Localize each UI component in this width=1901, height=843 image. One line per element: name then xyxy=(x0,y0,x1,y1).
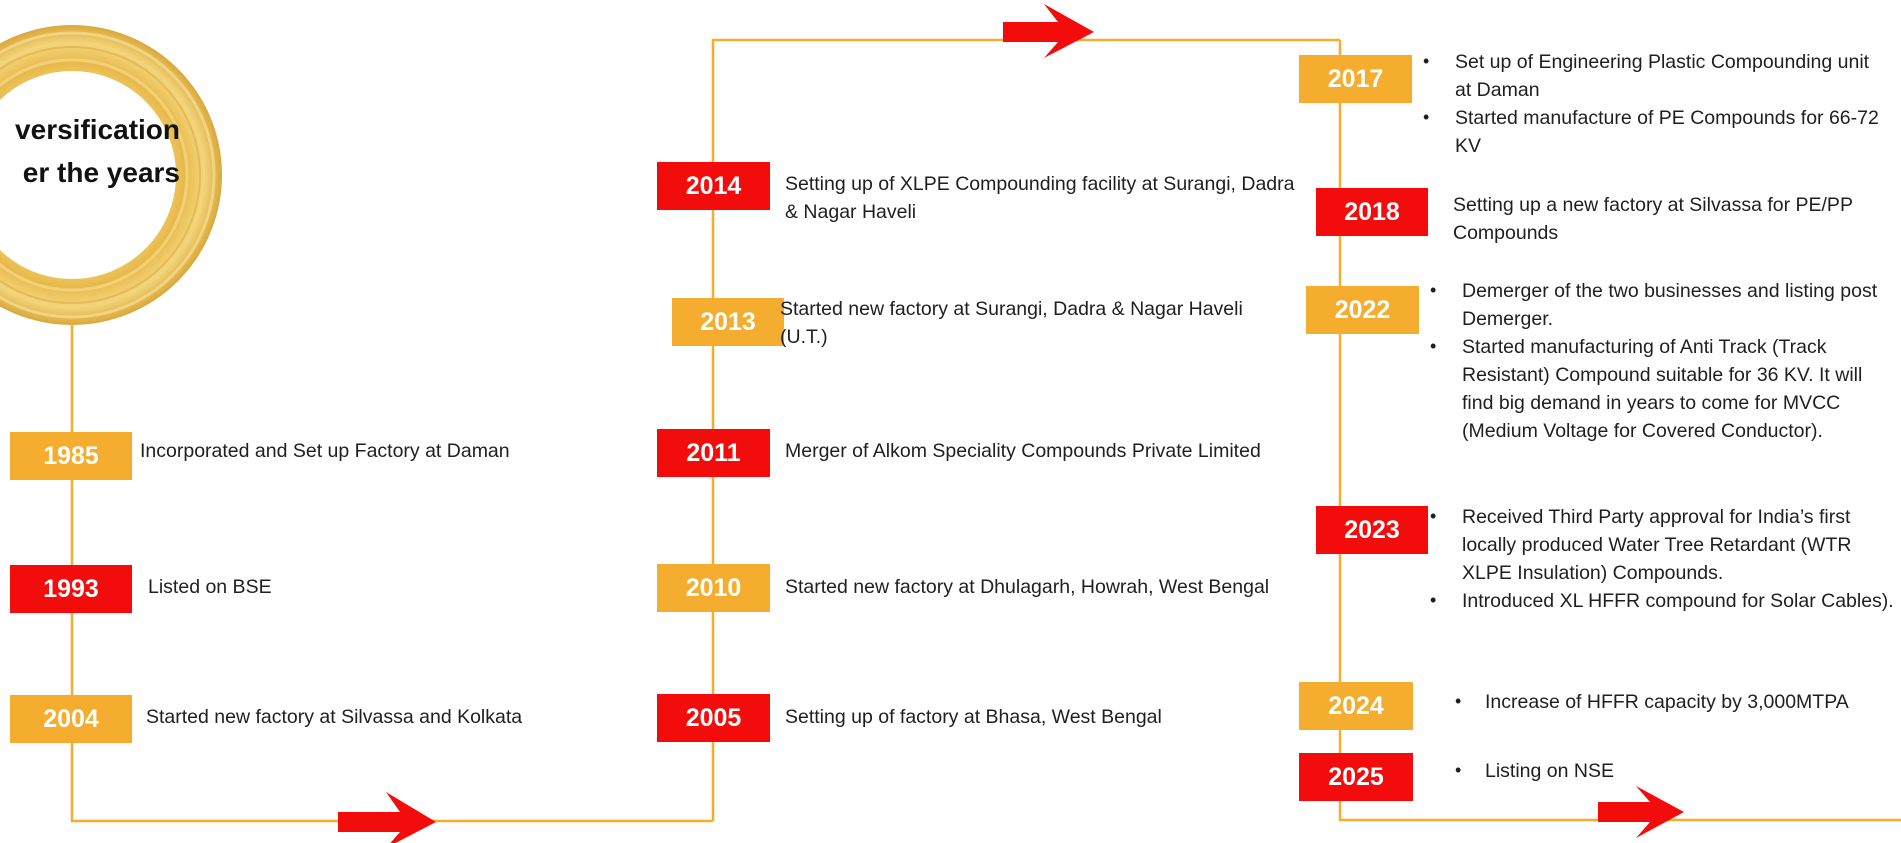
title-line-1: versification xyxy=(15,114,180,145)
bullet-2022-1: Demerger of the two businesses and listi… xyxy=(1430,277,1890,333)
milestone-text-2013: Started new factory at Surangi, Dadra & … xyxy=(780,298,1243,348)
arrow-bottom-right xyxy=(1598,786,1684,838)
title-line-2: er the years xyxy=(22,157,180,188)
year-badge-2005: 2005 xyxy=(657,694,770,742)
wire-coil-image xyxy=(0,25,222,325)
page-title: versification er the years xyxy=(0,108,180,194)
bullet-2022-2: Started manufacturing of Anti Track (Tra… xyxy=(1430,333,1890,445)
milestone-text-2005: Setting up of factory at Bhasa, West Ben… xyxy=(785,706,1162,728)
year-badge-2022: 2022 xyxy=(1306,286,1419,334)
year-badge-2011: 2011 xyxy=(657,429,770,477)
year-badge-2013: 2013 xyxy=(672,298,784,346)
arrow-top-middle xyxy=(1003,4,1094,58)
year-badge-2014: 2014 xyxy=(657,162,770,210)
year-badge-2010: 2010 xyxy=(657,564,770,612)
bullet-2025-1: Listing on NSE xyxy=(1455,757,1855,785)
milestone-text-2017: Set up of Engineering Plastic Compoundin… xyxy=(1423,48,1883,160)
milestone-text-2023: Received Third Party approval for India’… xyxy=(1430,503,1900,615)
milestone-text-2024: Increase of HFFR capacity by 3,000MTPA xyxy=(1455,688,1895,716)
milestone-text-2004: Started new factory at Silvassa and Kolk… xyxy=(146,706,523,728)
milestone-text-2011: Merger of Alkom Speciality Compounds Pri… xyxy=(785,440,1261,462)
milestone-text-2014: Setting up of XLPE Compounding facility … xyxy=(785,173,1295,223)
milestone-text-1993: Listed on BSE xyxy=(148,576,272,598)
bullet-2017-1: Set up of Engineering Plastic Compoundin… xyxy=(1423,48,1883,104)
milestone-text-1985: Incorporated and Set up Factory at Daman xyxy=(140,440,510,462)
year-badge-2004: 2004 xyxy=(10,695,132,743)
arrow-bottom-left xyxy=(338,792,436,843)
year-badge-1993: 1993 xyxy=(10,565,132,613)
bullet-2017-2: Started manufacture of PE Compounds for … xyxy=(1423,104,1883,160)
milestone-text-2010: Started new factory at Dhulagarh, Howrah… xyxy=(785,576,1270,598)
year-badge-2018: 2018 xyxy=(1316,188,1428,236)
year-badge-2023: 2023 xyxy=(1316,506,1428,554)
year-badge-1985: 1985 xyxy=(10,432,132,480)
bullet-2024-1: Increase of HFFR capacity by 3,000MTPA xyxy=(1455,688,1895,716)
milestone-text-2022: Demerger of the two businesses and listi… xyxy=(1430,277,1890,445)
connector-col2 xyxy=(711,38,1340,821)
year-badge-2024: 2024 xyxy=(1299,682,1413,730)
year-badge-2025: 2025 xyxy=(1299,753,1413,801)
milestone-text-2025: Listing on NSE xyxy=(1455,757,1855,785)
bullet-2023-2: Introduced XL HFFR compound for Solar Ca… xyxy=(1430,587,1900,615)
connector-col1 xyxy=(70,324,713,823)
year-badge-2017: 2017 xyxy=(1299,55,1412,103)
milestone-text-2018: Setting up a new factory at Silvassa for… xyxy=(1453,194,1853,244)
bullet-2023-1: Received Third Party approval for India’… xyxy=(1430,503,1900,587)
